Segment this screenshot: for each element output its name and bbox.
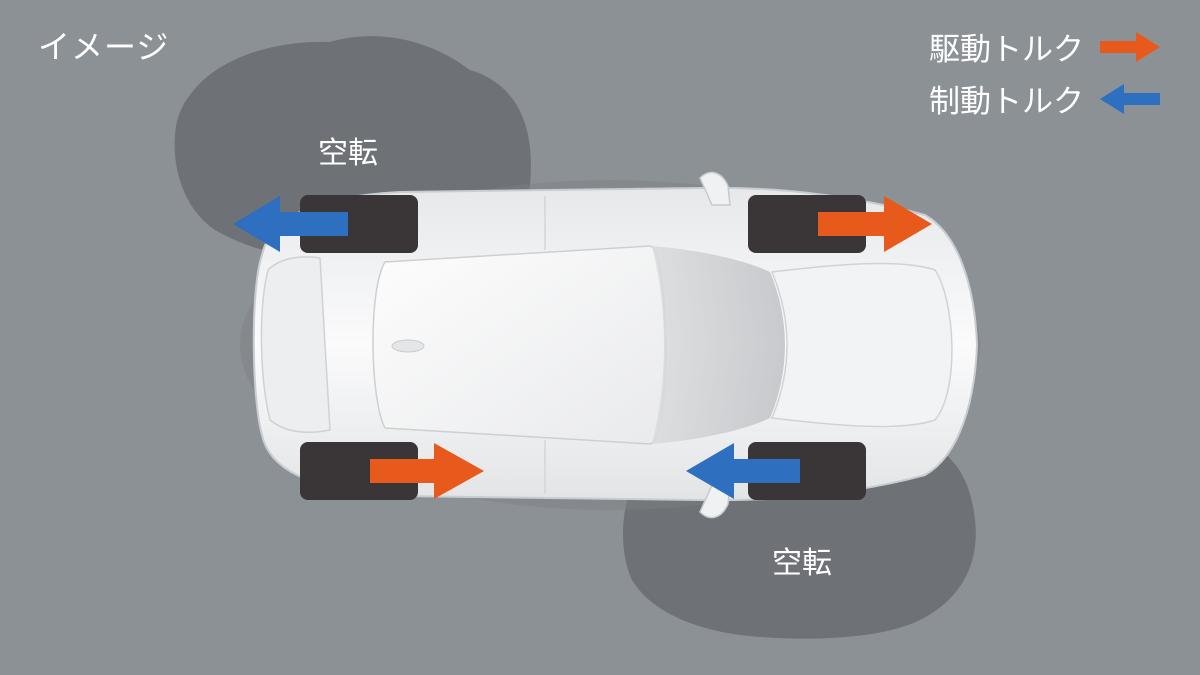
brake-arrow-rear-left xyxy=(233,196,348,252)
mirror-left xyxy=(699,171,731,206)
spin-label-front-right: 空転 xyxy=(772,546,832,581)
brake-arrow-icon xyxy=(1100,83,1160,114)
rear-hatch xyxy=(260,256,331,434)
hood xyxy=(770,262,953,428)
tire-front-right xyxy=(748,442,866,500)
spin-label-rear-left: 空転 xyxy=(318,136,378,171)
antenna xyxy=(391,339,425,353)
drive-arrow-rear-right xyxy=(370,443,484,499)
car-body xyxy=(252,171,979,519)
image-note: イメージ xyxy=(38,28,170,66)
brake-arrow-front-right xyxy=(686,443,800,499)
legend-brake-torque-label: 制動トルク xyxy=(929,84,1084,120)
legend-drive-torque-label: 駆動トルク xyxy=(929,32,1084,68)
drive-arrow-icon xyxy=(1100,31,1160,62)
tire-rear-left xyxy=(300,195,418,253)
tire-rear-right xyxy=(300,442,418,500)
legend-drive-torque: 駆動トルク xyxy=(929,24,1162,69)
windshield xyxy=(652,246,785,444)
legend-brake-torque: 制動トルク xyxy=(929,76,1162,121)
tire-front-left xyxy=(748,195,866,253)
drive-arrow-front-left xyxy=(818,196,932,252)
